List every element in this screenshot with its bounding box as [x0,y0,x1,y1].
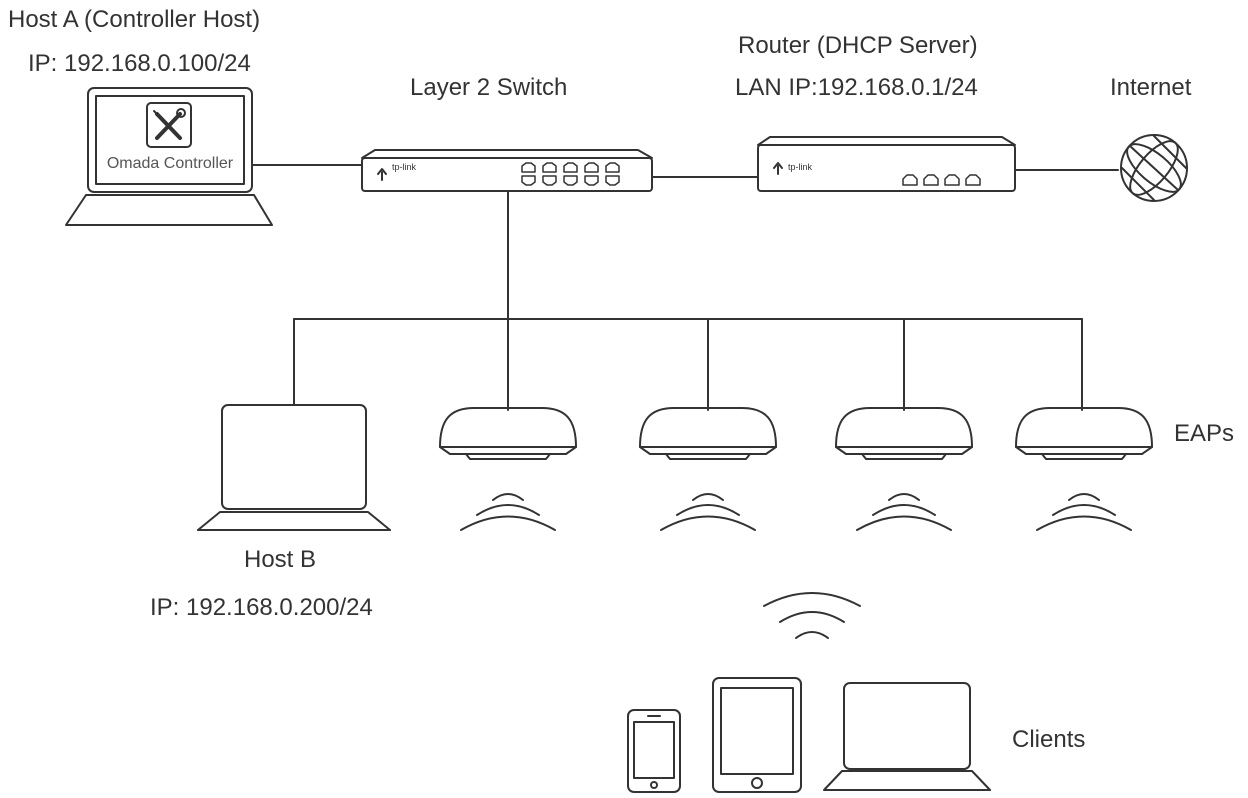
host-b-ip: IP: 192.168.0.200/24 [150,594,373,621]
wifi-waves-eap-1 [460,493,556,531]
wifi-waves-eap-4 [1036,493,1132,531]
router-device [757,136,1016,192]
laptop-client [823,682,991,791]
tools-icon [146,102,192,148]
router-title: Router (DHCP Server) [738,32,978,59]
host-a-ip: IP: 192.168.0.100/24 [28,50,251,77]
eap-1 [439,407,577,460]
host-a-title: Host A (Controller Host) [8,6,261,33]
host-a-laptop [65,87,273,226]
eap-3 [835,407,973,460]
router-brand-label: tp-link [788,162,813,172]
router-ip: LAN IP:192.168.0.1/24 [735,74,978,101]
smartphone-client [627,709,681,793]
connection-lines [251,164,1119,411]
switch-ports [521,162,620,186]
router-ports [902,174,981,186]
globe-icon [1120,134,1188,202]
eaps-title: EAPs [1174,420,1235,447]
wifi-waves-clients [763,592,861,639]
eap-4 [1015,407,1153,460]
wifi-waves-eap-2 [660,493,756,531]
omada-controller-label: Omada Controller [106,155,234,172]
eap-2 [639,407,777,460]
internet-title: Internet [1110,74,1192,101]
switch-device [361,149,653,192]
host-b-title: Host B [244,546,317,573]
host-b-laptop [197,404,391,531]
wifi-waves-eap-3 [856,493,952,531]
switch-title: Layer 2 Switch [410,74,568,101]
clients-title: Clients [1012,726,1086,753]
switch-brand-label: tp-link [392,162,417,172]
tablet-client [712,677,802,793]
